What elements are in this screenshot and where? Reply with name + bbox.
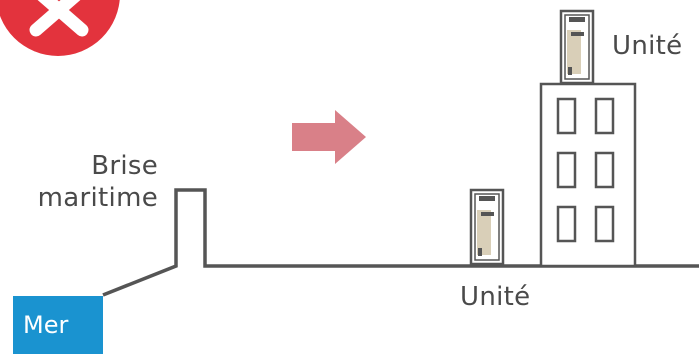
sea-breeze-label-line1: Brise (91, 151, 158, 181)
unit-ground-label: Unité (460, 282, 531, 312)
unit-icon-rooftop (559, 9, 595, 85)
sea-box: Mer (13, 296, 103, 354)
building (539, 82, 637, 268)
unit-icon-ground (469, 188, 505, 266)
unit-rooftop-label: Unité (612, 31, 683, 61)
cross-icon (0, 0, 120, 56)
sea-breeze-label: Brise maritime (18, 150, 158, 214)
sea-breeze-label-line2: maritime (37, 183, 158, 213)
ground-line (102, 188, 699, 297)
arrow-right-icon (292, 110, 366, 164)
sea-label: Mer (23, 311, 69, 339)
